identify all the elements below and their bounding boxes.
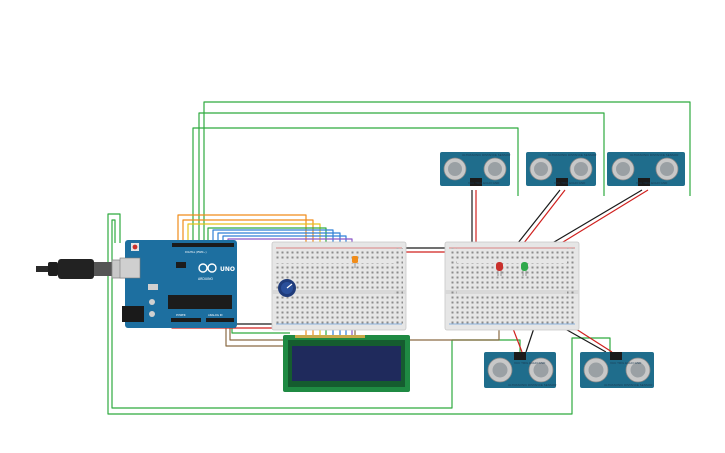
sensor-2-name: ULTRASONIC DISTANCE SENSOR: [548, 153, 597, 157]
breadboard-2[interactable]: [444, 241, 580, 331]
ultrasonic-sensor-2[interactable]: ULTRASONIC DISTANCE SENSOR VCC TRIG ECHO…: [526, 152, 597, 186]
wire-sensor3-red[interactable]: [549, 189, 649, 251]
sensor-4-pins: VCC TRIG ECHO GND: [514, 361, 546, 365]
sensor-5-pins: VCC TRIG ECHO GND: [610, 361, 642, 365]
wire-sensor2-black[interactable]: [513, 189, 561, 249]
ultrasonic-sensor-3[interactable]: ULTRASONIC DISTANCE SENSOR VCC TRIG ECHO…: [607, 152, 685, 186]
arduino-logo: [198, 263, 217, 273]
led-green[interactable]: [521, 262, 528, 276]
ultrasonic-sensor-1[interactable]: ULTRASONIC DISTANCE SENSOR VCC TRIG ECHO…: [440, 152, 511, 186]
label-power: POWER: [176, 313, 186, 317]
board-model: UNO: [220, 266, 235, 273]
label-analog: ANALOG IN: [208, 313, 222, 317]
ultrasonic-sensor-4[interactable]: VCC TRIG ECHO GND ULTRASONIC DISTANCE SE…: [484, 352, 557, 388]
resistor-component[interactable]: [352, 256, 358, 268]
led-red[interactable]: [496, 262, 503, 276]
lcd-screen: [292, 346, 401, 381]
power-jack[interactable]: [122, 306, 144, 322]
arduino-uno[interactable]: UNO ARDUINO DIGITAL (PWM~) POWER ANALOG …: [119, 240, 237, 328]
digital-header[interactable]: [172, 243, 234, 247]
sensor-4-name: ULTRASONIC DISTANCE SENSOR: [508, 383, 557, 387]
analog-header[interactable]: [206, 318, 234, 322]
wire-green-loop-2[interactable]: [198, 112, 605, 240]
lcd-display[interactable]: [283, 335, 410, 392]
sensor-1-name: ULTRASONIC DISTANCE SENSOR: [462, 153, 511, 157]
sensor-3-pins: VCC TRIG ECHO GND: [636, 181, 668, 185]
wire-green-loop-3[interactable]: [192, 127, 519, 240]
wire-brown-1[interactable]: [229, 318, 500, 341]
wire-sensor2-red[interactable]: [519, 189, 566, 249]
wire-green-loop-1[interactable]: [203, 101, 691, 240]
wire-green-left-loop-2[interactable]: [111, 219, 521, 409]
label-digital: DIGITAL (PWM~): [185, 250, 207, 254]
sensor-2-pins: VCC TRIG ECHO GND: [554, 181, 586, 185]
sensor-1-pins: VCC TRIG ECHO GND: [468, 181, 500, 185]
board-maker: ARDUINO: [198, 277, 214, 281]
atmega-chip: [168, 295, 232, 309]
breadboard-1[interactable]: [271, 241, 407, 331]
power-header[interactable]: [171, 318, 201, 322]
potentiometer[interactable]: [278, 279, 296, 297]
sensor-3-name: ULTRASONIC DISTANCE SENSOR: [630, 153, 679, 157]
ultrasonic-sensor-5[interactable]: VCC TRIG ECHO GND ULTRASONIC DISTANCE SE…: [580, 352, 654, 388]
usb-port[interactable]: [119, 257, 141, 279]
wire-sensor3-black[interactable]: [543, 189, 643, 249]
wire-green-left-loop[interactable]: [107, 213, 611, 415]
sensor-5-name: ULTRASONIC DISTANCE SENSOR: [604, 383, 653, 387]
